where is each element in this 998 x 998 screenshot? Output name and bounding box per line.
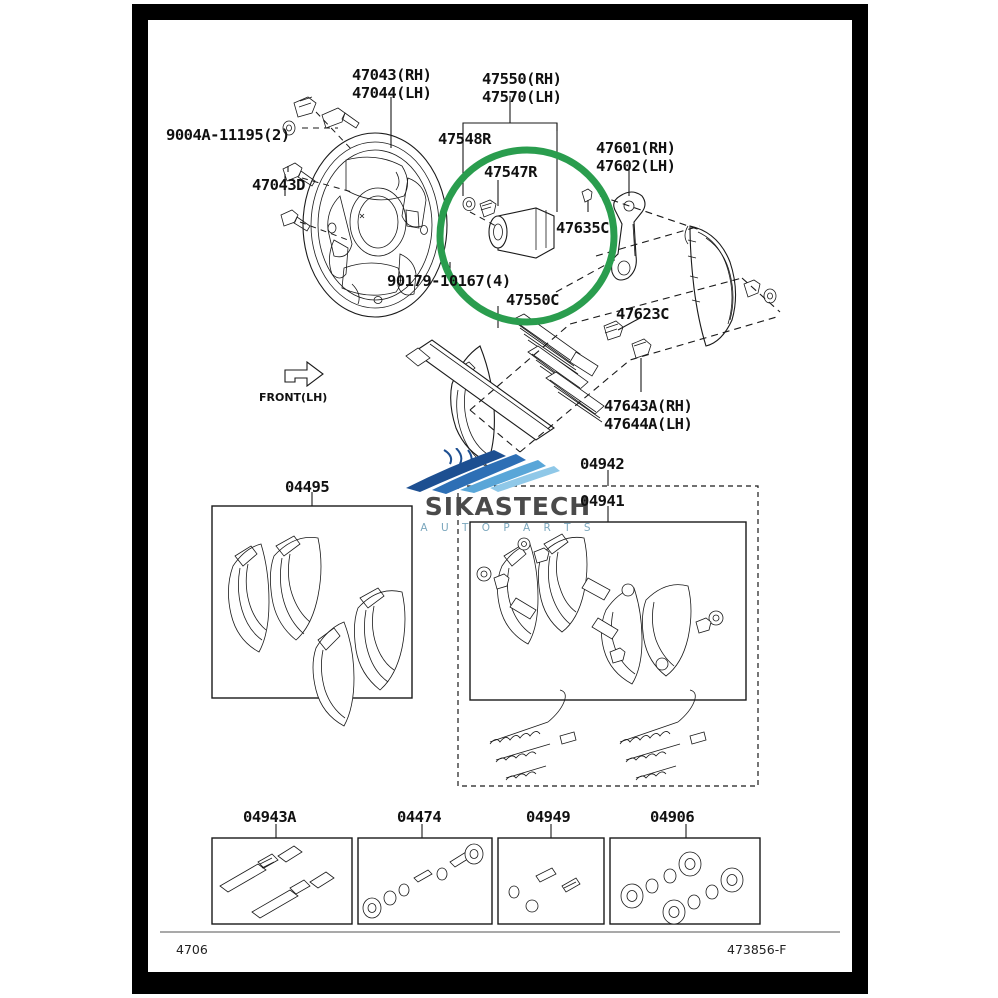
footer-left-code: 4706 xyxy=(176,942,208,957)
callout-47550c: 47550C xyxy=(506,291,560,309)
parking-lever-artwork xyxy=(611,169,646,281)
callout-47548r: 47548R xyxy=(438,130,492,148)
kit-label-04906: 04906 xyxy=(650,808,695,826)
callout-parking-brake-lever: 47601(RH) 47602(LH) xyxy=(596,139,676,176)
kit-box-04941-artwork xyxy=(469,506,747,781)
kit-box-04943a-artwork xyxy=(211,824,353,925)
callout-backing-plate: 47043(RH) 47044(LH) xyxy=(352,66,432,103)
wheel-cylinder-artwork xyxy=(462,96,593,259)
kit-box-04942-artwork xyxy=(457,470,759,787)
fastener-cluster-artwork xyxy=(280,96,360,232)
kit-box-04906-artwork xyxy=(609,824,761,925)
diagram-page-surface xyxy=(148,20,852,972)
leader-lines-top xyxy=(284,97,392,241)
front-direction-arrow-artwork xyxy=(284,360,324,388)
green-highlight-circle xyxy=(436,146,618,326)
callout-47643a: 47643A(RH) 47644A(LH) xyxy=(604,397,693,434)
callout-90179: 90179-10167(4) xyxy=(387,272,511,290)
callout-47043d: 47043D xyxy=(252,176,306,194)
kit-label-04474: 04474 xyxy=(397,808,442,826)
front-direction-label: FRONT(LH) xyxy=(259,391,328,404)
callout-47547r: 47547R xyxy=(484,163,538,181)
callout-bolt-9004a: 9004A-11195(2) xyxy=(166,126,290,144)
adjuster-strut-artwork xyxy=(405,195,781,453)
kit-label-04941: 04941 xyxy=(580,492,625,510)
callout-wheel-cylinder-assy: 47550(RH) 47570(LH) xyxy=(482,70,562,107)
callout-47635c: 47635C xyxy=(556,219,610,237)
kit-label-04495: 04495 xyxy=(285,478,330,496)
backing-plate-artwork xyxy=(302,132,448,318)
footer-right-code: 473856-F xyxy=(727,942,787,957)
kit-label-04942: 04942 xyxy=(580,455,625,473)
kit-label-04949: 04949 xyxy=(526,808,571,826)
callout-47623c: 47623C xyxy=(616,305,670,323)
spring-set-right xyxy=(619,689,707,781)
kit-box-04949-artwork xyxy=(497,824,605,925)
kit-label-04943a: 04943A xyxy=(243,808,297,826)
kit-box-04495-artwork xyxy=(211,492,413,727)
kit-box-04474-artwork xyxy=(357,824,493,925)
spring-set-left xyxy=(489,689,577,781)
